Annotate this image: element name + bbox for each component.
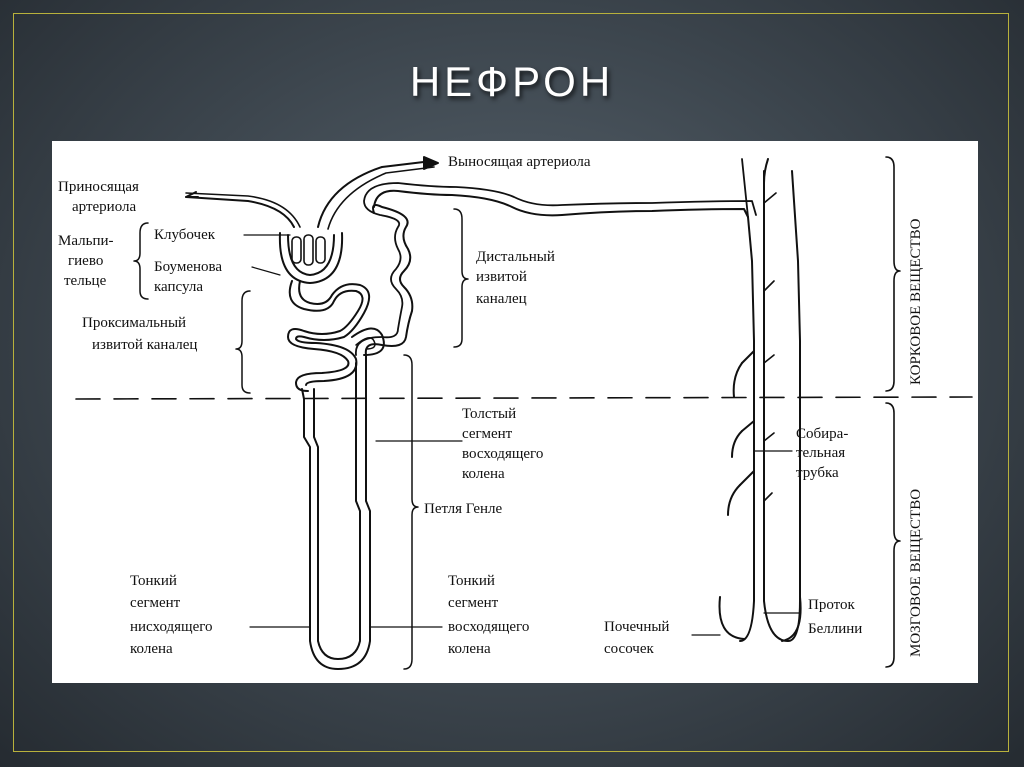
afferent-arteriole [186,197,294,227]
label-papilla-2: сосочек [604,641,655,657]
label-thick-4: колена [462,466,505,482]
cortex-medulla-boundary [76,397,972,399]
label-distal-3: каналец [476,291,527,307]
renal-papilla [720,597,745,639]
label-thin-asc-1: Тонкий [448,573,495,589]
label-efferent: Выносящая артериола [448,154,591,170]
malpighian-brace [134,223,148,299]
cortex-brace [886,157,900,391]
label-proximal-1: Проксимальный [82,315,186,331]
label-collecting-1: Собира- [796,426,848,442]
medulla-brace [886,403,900,667]
label-thick-1: Толстый [462,406,516,422]
proximal-brace [236,291,250,393]
label-henle: Петля Генле [424,501,503,517]
label-thin-desc-2: сегмент [130,595,181,611]
glomerulus [292,235,325,265]
label-bowman-1: Боуменова [154,259,222,275]
label-thin-asc-4: колена [448,641,491,657]
label-thin-desc-1: Тонкий [130,573,177,589]
label-thick-2: сегмент [462,426,513,442]
label-papilla-1: Почечный [604,619,669,635]
henle-brace [404,355,418,669]
label-afferent-2: артериола [72,199,136,215]
label-bellini-1: Проток [808,597,855,613]
label-malpighian-2: гиево [68,253,103,269]
label-malpighian-1: Мальпи- [58,233,114,249]
label-collecting-2: тельная [796,445,845,461]
distal-convoluted-tubule [366,205,413,355]
label-distal-1: Дистальный [476,249,555,265]
label-thin-desc-3: нисходящего [130,619,213,635]
label-glomerulus: Клубочек [154,227,216,243]
slide-title: НЕФРОН [0,58,1024,106]
efferent-arteriole [318,161,432,227]
distal-brace [454,209,468,347]
label-proximal-2: извитой каналец [92,337,197,353]
label-medulla: МОЗГОВОЕ ВЕЩЕСТВО [908,489,924,657]
label-collecting-3: трубка [796,465,839,481]
label-afferent-1: Приносящая [58,179,139,195]
label-bellini-2: Беллини [808,621,862,637]
collecting-duct [740,217,754,641]
label-thin-desc-4: колена [130,641,173,657]
label-cortex: КОРКОВОЕ ВЕЩЕСТВО [908,218,924,385]
label-thick-3: восходящего [462,446,543,462]
diagram-panel: Выносящая артериола Приносящая артериола… [52,141,978,683]
label-distal-2: извитой [476,269,527,285]
nephron-diagram: Выносящая артериола Приносящая артериола… [52,141,978,683]
label-malpighian-3: тельце [64,273,107,289]
label-bowman-2: капсула [154,279,203,295]
label-thin-asc-2: сегмент [448,595,499,611]
label-thin-asc-3: восходящего [448,619,529,635]
